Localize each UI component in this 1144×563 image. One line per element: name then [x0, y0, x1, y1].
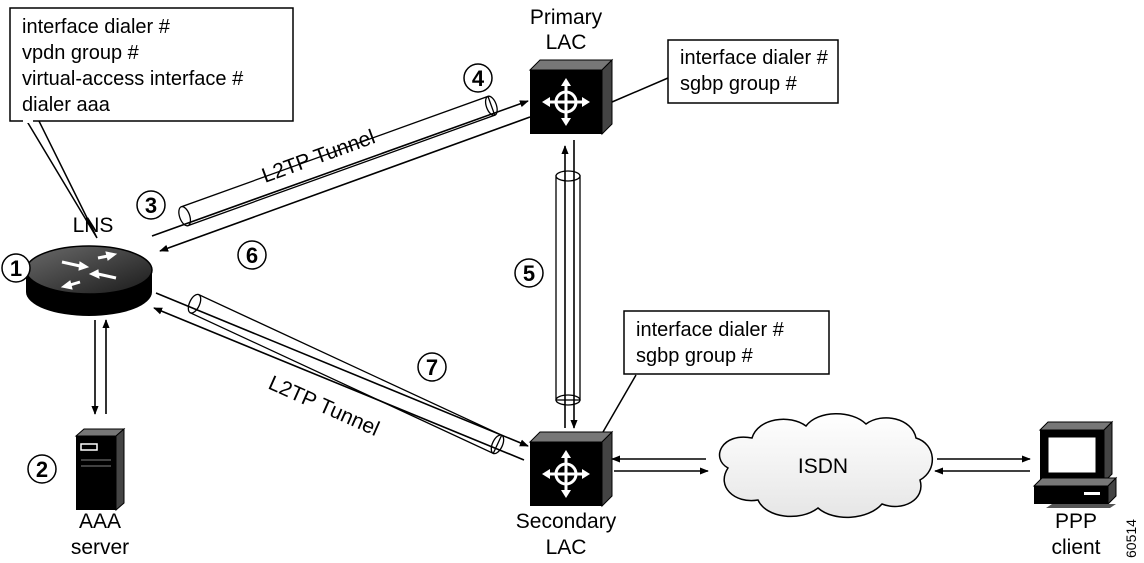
upper-tunnel: [178, 95, 498, 227]
primary-callout-line: interface dialer #: [680, 47, 829, 69]
arrow-secondary-to-lns: [153, 307, 525, 461]
lns-callout: interface dialer # vpdn group # virtual-…: [9, 7, 294, 239]
step-badge: 1: [1, 253, 31, 283]
primary-lac-icon: [528, 58, 614, 136]
ppp-client-label: PPP: [1055, 510, 1097, 533]
step-badge: 6: [237, 240, 267, 270]
secondary-lac-label: LAC: [546, 536, 587, 559]
ppp-client-icon: [1032, 420, 1118, 508]
secondary-callout: interface dialer # sgbp group #: [602, 310, 830, 433]
lns-callout-line: dialer aaa: [22, 94, 111, 116]
step-badge: 2: [27, 454, 57, 484]
lns-router-icon: [25, 245, 153, 316]
lns-callout-line: vpdn group #: [22, 42, 140, 64]
svg-text:3: 3: [145, 193, 157, 218]
lns-callout-line: interface dialer #: [22, 16, 171, 38]
svg-text:4: 4: [472, 66, 485, 91]
step-badge: 4: [463, 63, 493, 93]
figure-id: 60514: [1123, 519, 1139, 558]
lower-tunnel: [187, 293, 505, 455]
primary-lac-label: LAC: [546, 31, 587, 54]
arrow-primary-to-lns: [159, 116, 531, 252]
secondary-lac-label: Secondary: [516, 510, 617, 533]
primary-lac-label: Primary: [530, 6, 603, 29]
lns-callout-line: virtual-access interface #: [22, 68, 244, 90]
aaa-server-label: AAA: [79, 510, 121, 533]
secondary-callout-line: sgbp group #: [636, 345, 754, 367]
svg-text:1: 1: [10, 256, 22, 281]
ppp-client-label: client: [1051, 536, 1100, 559]
svg-text:6: 6: [246, 243, 258, 268]
step-badge: 3: [136, 190, 166, 220]
primary-callout-line: sgbp group #: [680, 73, 798, 95]
isdn-cloud-icon: [718, 413, 934, 519]
aaa-server-icon: [74, 427, 126, 512]
secondary-lac-icon: [528, 430, 614, 508]
secondary-callout-line: interface dialer #: [636, 319, 785, 341]
arrow-lns-to-secondary: [155, 292, 529, 447]
lns-label: LNS: [73, 214, 114, 237]
inter-lac-tunnel: [555, 170, 581, 406]
step-badge: 7: [417, 352, 447, 382]
svg-text:5: 5: [523, 261, 535, 286]
isdn-label: ISDN: [798, 455, 848, 478]
aaa-server-label: server: [71, 536, 129, 559]
step-badge: 5: [514, 258, 544, 288]
svg-text:2: 2: [36, 457, 48, 482]
arrow-lns-to-primary: [151, 100, 529, 237]
svg-text:7: 7: [426, 355, 438, 380]
primary-callout: interface dialer # sgbp group #: [611, 39, 839, 104]
